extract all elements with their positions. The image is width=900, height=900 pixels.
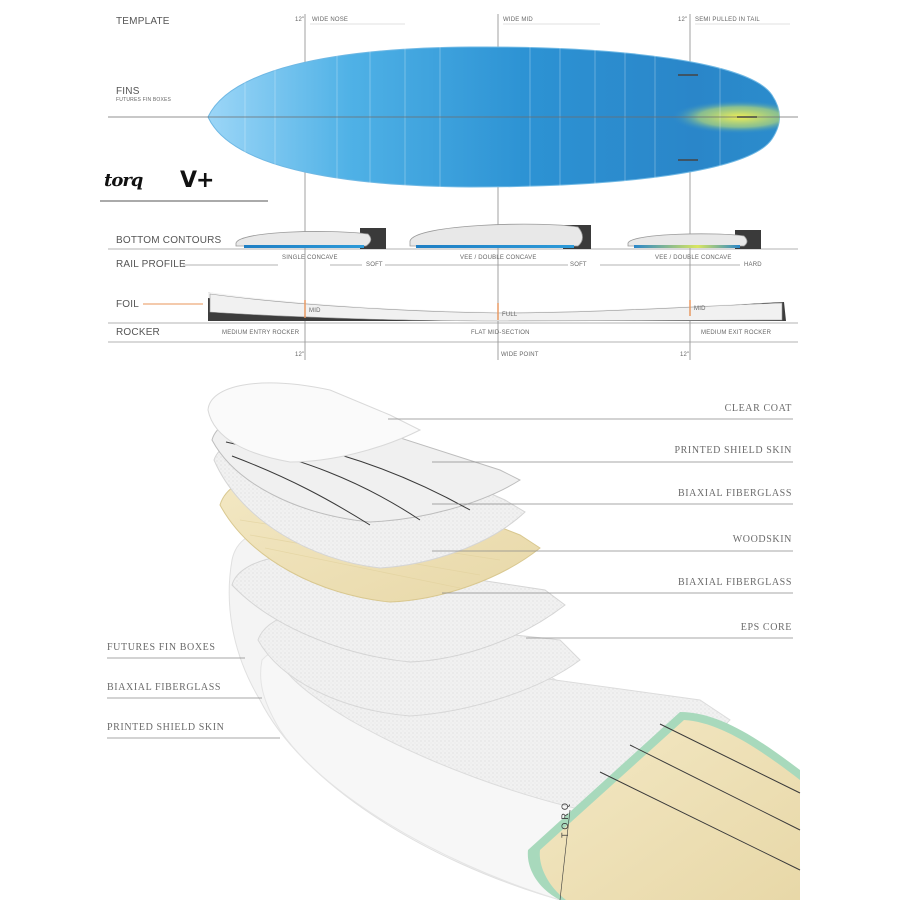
label-foil-2: FULL: [502, 312, 518, 318]
label-rail-profile: RAIL PROFILE: [116, 259, 186, 270]
label-contour-3: VEE / DOUBLE CONCAVE: [655, 255, 732, 261]
label-rail-1: SOFT: [366, 262, 383, 268]
deck-brand-text: TORQ: [560, 800, 570, 838]
label-template: TEMPLATE: [116, 16, 170, 27]
label-rocker-1: MEDIUM ENTRY ROCKER: [222, 330, 300, 336]
contour-single-concave: [235, 228, 386, 249]
label-fins: FINS: [116, 86, 140, 97]
layer-label-fin-boxes: FUTURES FIN BOXES: [107, 642, 216, 653]
layer-label-biaxial-bottom: BIAXIAL FIBERGLASS: [107, 682, 222, 693]
label-semi-pulled-tail: SEMI PULLED IN TAIL: [695, 17, 760, 23]
label-fins-sub: FUTURES FIN BOXES: [116, 97, 172, 103]
torq-logo: torq: [104, 170, 162, 194]
vplus-logo-text: V+: [180, 168, 214, 193]
label-contour-2: VEE / DOUBLE CONCAVE: [460, 255, 537, 261]
label-bottom-contours: BOTTOM CONTOURS: [116, 235, 222, 246]
layer-label-printed-shield-bottom: PRINTED SHIELD SKIN: [107, 722, 225, 733]
label-foil: FOIL: [116, 299, 140, 310]
layer-label-clear-coat: CLEAR COAT: [724, 403, 792, 414]
label-rocker-2: FLAT MID-SECTION: [471, 330, 530, 336]
torq-logo-text: torq: [104, 170, 143, 191]
layer-label-biaxial-2: BIAXIAL FIBERGLASS: [677, 577, 792, 588]
marker-12-nose: 12": [295, 17, 305, 23]
label-foil-1: MID: [309, 308, 321, 314]
layer-label-eps-core: EPS CORE: [740, 622, 792, 633]
layer-label-printed-shield: PRINTED SHIELD SKIN: [674, 445, 792, 456]
label-wide-nose: WIDE NOSE: [312, 17, 349, 23]
label-rocker: ROCKER: [116, 327, 160, 338]
layer-label-woodskin: WOODSKIN: [732, 534, 792, 545]
contour-vee-double-2: [627, 230, 761, 249]
label-rail-3: HARD: [744, 262, 762, 268]
label-wide-point: WIDE POINT: [501, 352, 539, 358]
marker-12-tail: 12": [678, 17, 688, 23]
layer-clear-coat: [207, 382, 422, 463]
vplus-logo: V+: [180, 168, 214, 196]
layer-label-biaxial-1: BIAXIAL FIBERGLASS: [677, 488, 792, 499]
contour-vee-double-1: [409, 223, 591, 249]
marker-12-bottom-nose: 12": [295, 352, 305, 358]
label-rail-2: SOFT: [570, 262, 587, 268]
marker-12-bottom-tail: 12": [680, 352, 690, 358]
label-foil-3: MID: [694, 306, 706, 312]
label-contour-1: SINGLE CONCAVE: [282, 255, 338, 261]
label-wide-mid: WIDE MID: [503, 17, 533, 23]
label-rocker-3: MEDIUM EXIT ROCKER: [701, 330, 772, 336]
